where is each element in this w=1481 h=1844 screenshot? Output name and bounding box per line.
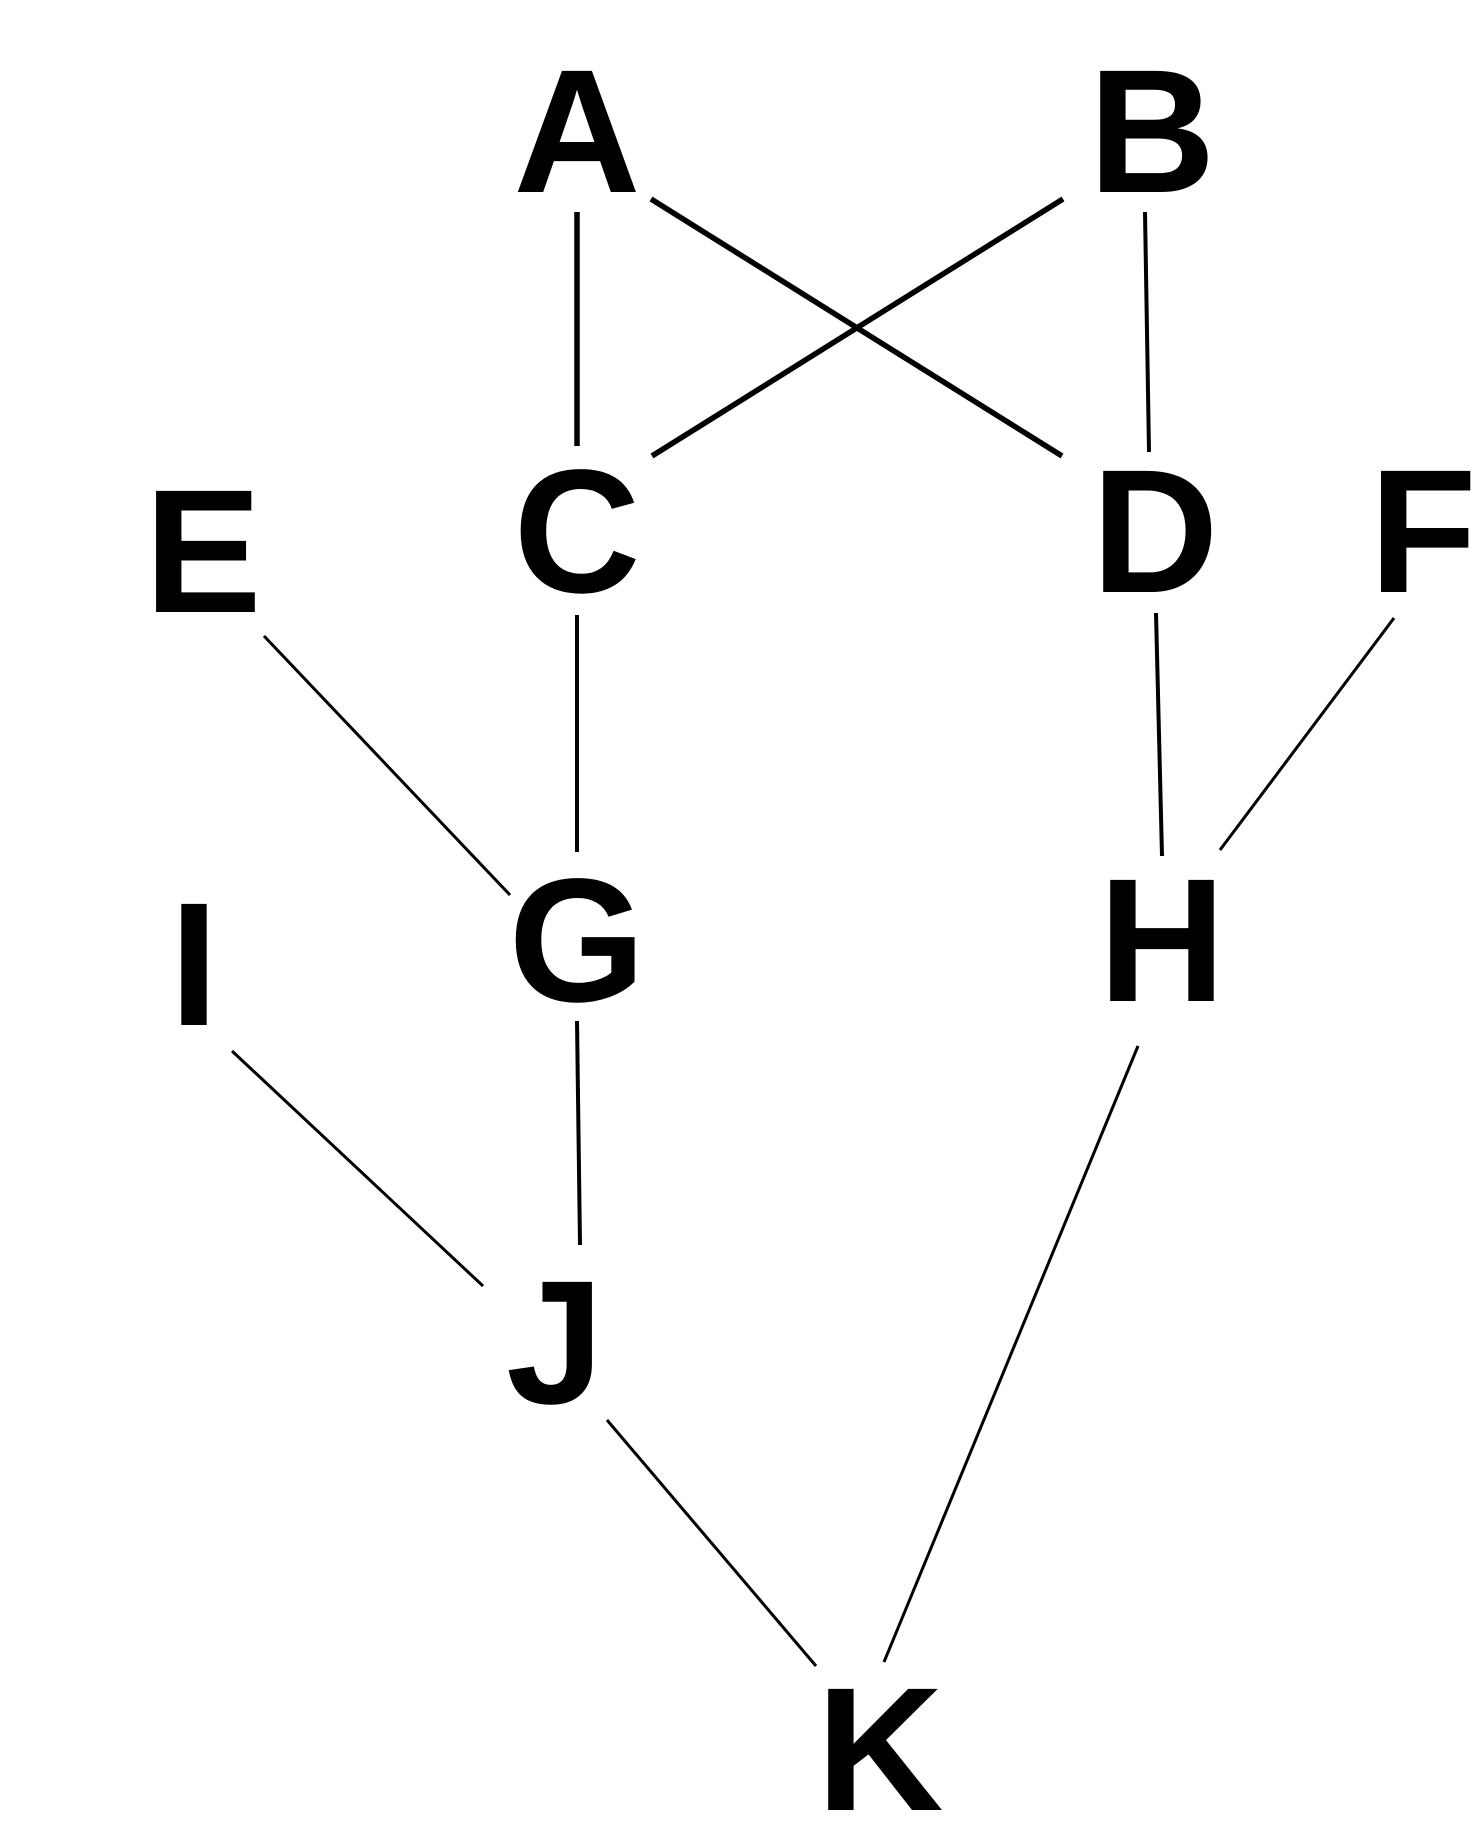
nodes: A B C D E F G H I J K xyxy=(144,34,1476,1844)
node-d-label: D xyxy=(1091,434,1218,630)
node-i-label: I xyxy=(170,867,219,1063)
edge-b-c xyxy=(650,196,1065,459)
node-e-label: E xyxy=(144,454,261,650)
node-a-label: A xyxy=(513,34,640,230)
node-c-label: C xyxy=(513,434,640,630)
node-f-label: F xyxy=(1369,434,1477,630)
edge-g-j xyxy=(575,1020,582,1246)
node-b-label: B xyxy=(1088,34,1215,230)
node-g-label: G xyxy=(509,843,646,1039)
node-k-label: K xyxy=(816,1652,943,1844)
node-h-label: H xyxy=(1098,843,1225,1039)
node-j-label: J xyxy=(506,1245,604,1441)
edge-d-h xyxy=(1154,612,1164,857)
edges xyxy=(230,196,1396,1667)
edge-h-k xyxy=(882,1045,1140,1663)
edge-i-j xyxy=(230,1049,485,1288)
edge-b-d xyxy=(1143,211,1151,453)
edge-j-k xyxy=(605,1419,818,1667)
edge-e-g xyxy=(262,634,512,897)
edge-f-h xyxy=(1218,617,1396,851)
